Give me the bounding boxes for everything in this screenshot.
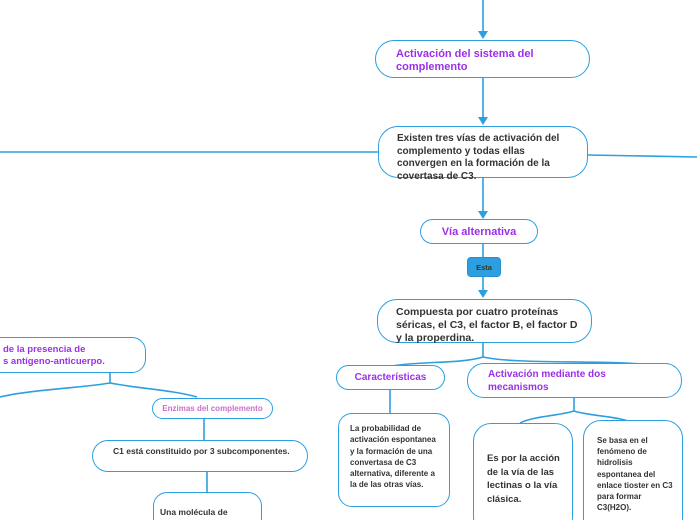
node-probabilidad[interactable]: La probabilidad de activación espontanea… [338,413,450,507]
edge-activ-fork [519,398,629,424]
node-via-alternativa[interactable]: Vía alternativa [420,219,538,244]
node-caracteristicas[interactable]: Características [336,365,445,390]
arrow-into-intro [478,117,488,125]
node-caracteristicas-label: Características [354,372,427,383]
node-title-label: Activación del sistema del complemento [396,48,534,73]
node-compuesta[interactable]: Compuesta por cuatro proteínas séricas, … [377,299,592,344]
node-c1[interactable]: C1 está constituido por 3 subcomponentes… [92,440,308,472]
edge-presencia-fork [0,373,198,398]
node-lectinas[interactable]: Es por la acción de la vía de las lectin… [473,423,573,520]
arrow-into-via [478,211,488,219]
node-compuesta-label: Compuesta por cuatro proteínas séricas, … [396,306,578,344]
node-esta-tag[interactable]: Esta [467,257,501,277]
node-intro-label: Existen tres vías de activación del comp… [397,133,560,182]
node-intro[interactable]: Existen tres vías de activación del comp… [378,126,588,182]
node-molecula-label: Una molécula de [160,507,228,517]
node-lectinas-label: Es por la acción de la vía de las lectin… [487,453,560,505]
node-molecula-partial[interactable]: Una molécula de [153,492,262,520]
node-activacion-mecanismos-label: Activación mediante dos mecanismos [488,369,606,393]
edge-intro-right [587,154,697,158]
node-esta-tag-label: Esta [476,262,492,272]
node-presencia-line1: de la presencia de [3,344,86,355]
arrow-into-compuesta [478,290,488,298]
node-presencia-partial[interactable]: de la presencia de s antígeno-anticuerpo… [0,337,146,373]
node-activacion-mecanismos[interactable]: Activación mediante dos mecanismos [467,363,682,398]
node-probabilidad-label: La probabilidad de activación espontanea… [350,424,436,490]
node-presencia-line2: s antígeno-anticuerpo. [3,355,105,367]
node-hidrolisis-label: Se basa en el fenómeno de hidrolisis esp… [597,436,673,513]
node-title[interactable]: Activación del sistema del complemento [375,40,590,78]
arrowheads [478,31,488,298]
node-via-alternativa-label: Vía alternativa [441,225,517,238]
node-c1-label: C1 está constituido por 3 subcomponentes… [113,446,290,456]
node-hidrolisis[interactable]: Se basa en el fenómeno de hidrolisis esp… [583,420,683,520]
node-enzimas[interactable]: Enzimas del complemento [152,398,273,419]
arrow-into-title [478,31,488,39]
node-enzimas-label: Enzimas del complemento [162,404,263,413]
